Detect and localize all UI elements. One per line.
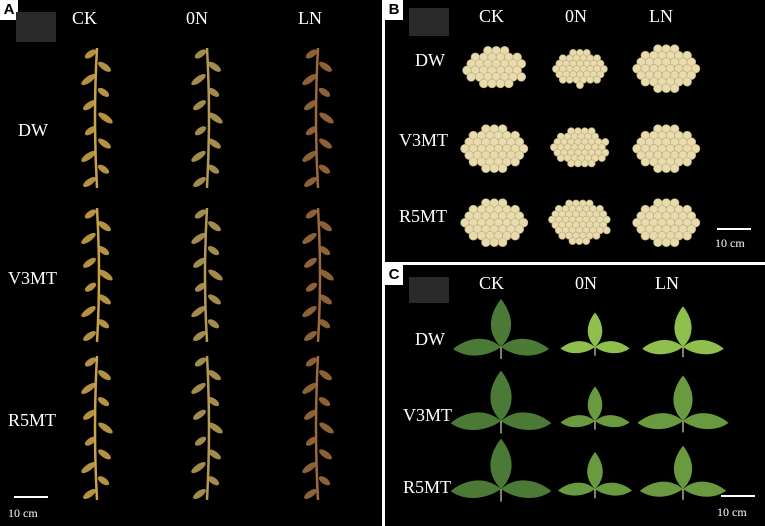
- leaves-image: [450, 299, 729, 502]
- seed-pile: [552, 49, 608, 89]
- seed-pile: [462, 46, 527, 89]
- trifoliate-leaf: [450, 370, 552, 434]
- panel-label: B: [385, 0, 403, 20]
- column-label-ln: LN: [655, 273, 679, 293]
- column-label-ck: CK: [479, 273, 505, 293]
- column-label-ck: CK: [72, 8, 98, 28]
- seed-pile: [548, 199, 611, 245]
- row-label-dw: DW: [415, 50, 445, 70]
- column-label-ck: CK: [479, 6, 505, 26]
- trifoliate-leaf: [560, 386, 630, 430]
- pod-plant: [81, 47, 113, 189]
- pod-plant: [302, 47, 334, 189]
- trifoliate-leaf: [637, 375, 729, 433]
- trifoliate-leaf: [450, 438, 552, 502]
- trifoliate-leaf: [639, 445, 727, 500]
- trifoliate-leaf: [560, 312, 630, 356]
- pod-plants-image: [81, 47, 334, 501]
- seed-pile: [632, 198, 701, 248]
- seed-pile: [460, 124, 529, 174]
- row-label-r5mt: R5MT: [403, 477, 452, 497]
- row-label-r5mt: R5MT: [399, 206, 448, 226]
- pod-plant: [81, 207, 113, 343]
- scale-bar: [14, 496, 48, 498]
- panel-c-leaves: C CK 0N LN DW V3MT R5MT 10 cm: [385, 265, 765, 526]
- row-label-v3mt: V3MT: [8, 268, 57, 288]
- seed-piles-image: [460, 44, 701, 248]
- label-box: [409, 277, 449, 303]
- row-label-dw: DW: [18, 120, 48, 140]
- pod-plant: [191, 207, 223, 343]
- column-label-0n: 0N: [565, 6, 587, 26]
- pod-plant: [191, 47, 223, 189]
- seed-pile: [550, 127, 610, 168]
- panel-label: A: [0, 0, 18, 20]
- seed-pile: [460, 198, 529, 248]
- trifoliate-leaf: [558, 452, 632, 499]
- scale-label: 10 cm: [715, 236, 745, 250]
- column-label-ln: LN: [649, 6, 673, 26]
- column-label-ln: LN: [298, 8, 322, 28]
- pod-plant: [302, 207, 334, 343]
- column-label-0n: 0N: [186, 8, 208, 28]
- scale-bar: [721, 495, 755, 497]
- panel-a-pods: A CK 0N LN DW V3MT R5MT 10 cm: [0, 0, 382, 526]
- row-label-dw: DW: [415, 329, 445, 349]
- scale-bar: [717, 228, 751, 230]
- row-label-v3mt: V3MT: [399, 130, 448, 150]
- row-label-r5mt: R5MT: [8, 410, 57, 430]
- trifoliate-leaf: [453, 299, 549, 359]
- pod-plant: [81, 355, 113, 501]
- pod-plant: [191, 355, 223, 501]
- trifoliate-leaf: [642, 306, 724, 358]
- panel-label: C: [385, 265, 403, 285]
- scale-label: 10 cm: [8, 506, 38, 520]
- pod-plant: [302, 355, 334, 501]
- row-label-v3mt: V3MT: [403, 405, 452, 425]
- panel-b-seeds: B CK 0N LN DW V3MT R5MT 10 cm: [385, 0, 765, 262]
- column-label-0n: 0N: [575, 273, 597, 293]
- label-box: [16, 12, 56, 42]
- label-box: [409, 8, 449, 36]
- scale-label: 10 cm: [717, 505, 747, 519]
- seed-pile: [632, 44, 701, 94]
- seed-pile: [632, 124, 701, 174]
